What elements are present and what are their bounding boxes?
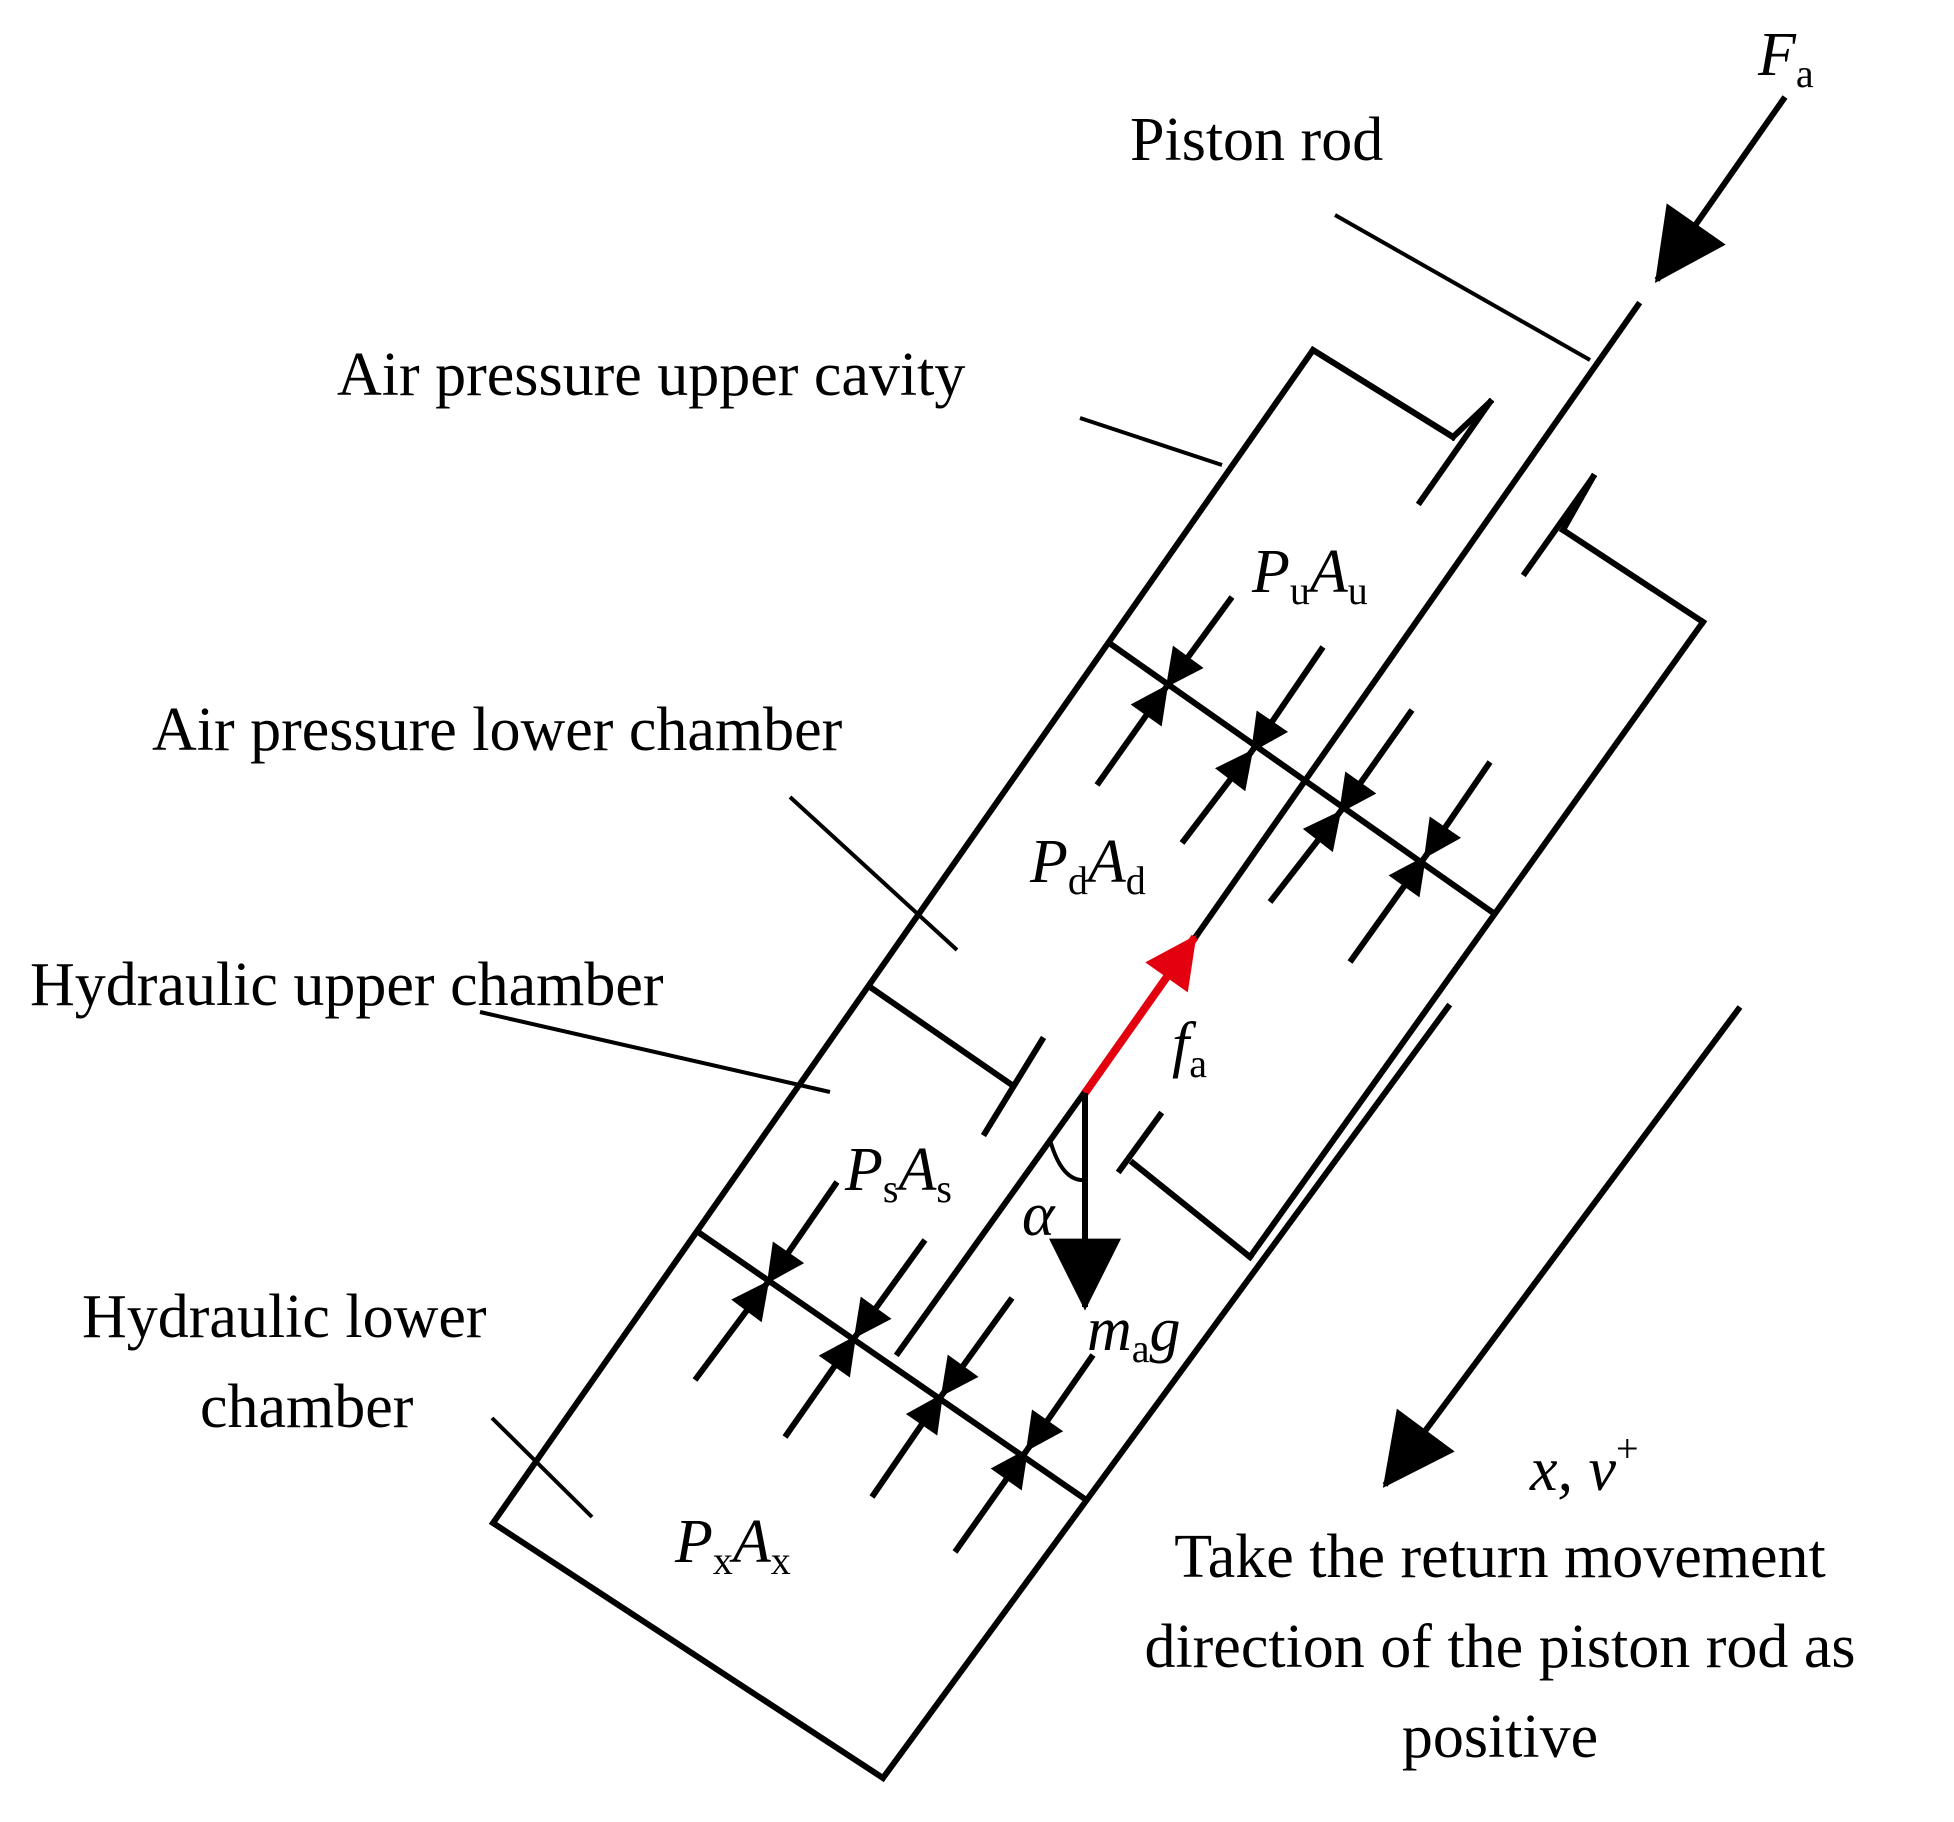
label-hyd-lower-1: Hydraulic lower [82,1283,487,1351]
ps-arrow-4 [1024,1353,1096,1452]
leader-hyd-lower [490,1416,594,1519]
angle-alpha-arc [1048,1139,1086,1183]
upper-gland-left-lip [1415,397,1495,507]
piston-rod-right-edge [1558,472,1598,535]
pu-arrow-2 [1249,645,1326,753]
leader-piston-rod [1334,213,1591,362]
pu-arrow-1 [1164,595,1235,688]
leader-air-upper [1079,416,1223,467]
px-arrow-1 [692,1280,771,1382]
cylinder-top-right-cap [1558,525,1708,627]
pu-arrow-3 [1337,708,1415,814]
lower-piston-pressure-arrows [692,1180,1096,1554]
symbol-fa: fa [1172,1011,1207,1086]
cylinder-cap [1308,345,1458,442]
label-air-lower-chamber: Air pressure lower chamber [152,696,843,764]
leader-lines [479,213,1591,1519]
ps-arrow-3 [939,1296,1015,1397]
ps-arrow-1 [765,1180,840,1284]
note-line-1: Take the return movement [1174,1523,1826,1591]
hydraulic-upper-partition [865,982,1017,1090]
label-piston-rod: Piston rod [1130,106,1383,174]
cylinder-right-wall [1245,617,1708,1262]
symbol-PdAd: PdAd [1029,828,1146,903]
note-line-3: positive [1402,1703,1598,1771]
symbol-x-v: x, v+ [1529,1426,1639,1504]
pd-arrow-3 [1267,810,1343,904]
px-arrow-2 [782,1335,858,1439]
symbol-alpha: α [1022,1181,1056,1249]
symbol-Fa: Fa [1757,21,1814,96]
label-hyd-upper-chamber: Hydraulic upper chamber [30,951,664,1019]
leader-hyd-upper [479,1010,831,1094]
lower-gland-right [1115,1110,1165,1175]
symbol-PsAs: PsAs [844,1136,952,1211]
upper-piston-pressure-arrows [1094,595,1493,964]
px-arrow-4 [952,1448,1030,1554]
force-fa-arrow [1654,95,1788,283]
ps-arrow-2 [852,1238,928,1339]
piston-rod-left-edge [1192,300,1643,940]
pu-arrow-4 [1422,760,1493,859]
px-arrow-3 [869,1393,945,1499]
lower-gland-left [980,1035,1047,1138]
pd-arrow-1 [1094,684,1170,787]
positive-direction-arrow [1382,1005,1743,1488]
symbol-PuAu: PuAu [1251,538,1368,613]
label-hyd-lower-2: chamber [200,1373,414,1441]
pd-arrow-4 [1347,855,1428,964]
upper-piston [1107,640,1497,917]
lower-gland-base [1128,1158,1255,1262]
friction-fa-arrow [1081,934,1199,1096]
symbol-mag: mag [1087,1296,1181,1371]
note-line-2: direction of the piston rod as [1144,1613,1855,1681]
leader-air-lower [788,795,959,952]
pd-arrow-2 [1179,749,1255,845]
symbol-PxAx: PxAx [674,1508,791,1583]
label-air-upper-cavity: Air pressure upper cavity [337,341,965,409]
